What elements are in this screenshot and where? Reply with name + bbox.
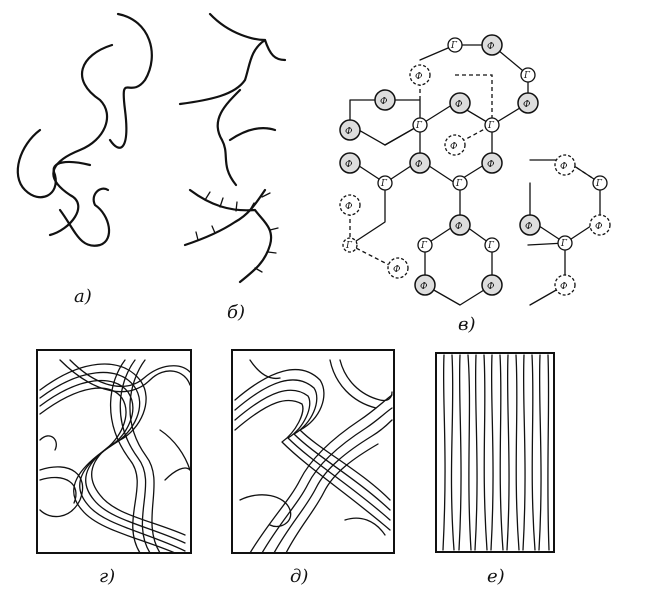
panel-d-frame [231, 349, 395, 554]
hardener-node: Г [377, 175, 393, 191]
hardener-node: Г [592, 175, 608, 191]
svg-text:Ф: Ф [455, 100, 463, 110]
hardener-node: Г [484, 117, 500, 133]
hardener-node: Г [412, 117, 428, 133]
phenol-node: Ф [449, 214, 471, 236]
svg-text:Г: Г [487, 241, 495, 251]
phenol-node: Ф [554, 274, 576, 296]
svg-text:Ф: Ф [345, 127, 353, 137]
svg-text:Ф: Ф [487, 42, 495, 52]
hardener-node: Г [417, 237, 433, 253]
chain-4 [58, 187, 111, 247]
chain-1 [108, 12, 153, 149]
svg-text:Ф: Ф [415, 72, 423, 82]
caption-v: в) [458, 314, 476, 335]
phenol-node: Ф [409, 152, 431, 174]
svg-text:Ф: Ф [523, 100, 531, 110]
caption-e: е) [487, 566, 505, 587]
caption-g: г) [99, 566, 115, 587]
phenol-node: Ф [339, 194, 361, 216]
svg-text:Ф: Ф [393, 265, 401, 275]
svg-text:Г: Г [380, 179, 388, 189]
svg-text:Ф: Ф [455, 222, 463, 232]
bundle-lines [234, 359, 393, 554]
bundle-lines [39, 359, 191, 554]
phenol-node: Ф [481, 274, 503, 296]
phenol-node: Ф [517, 92, 539, 114]
svg-text:Г: Г [345, 241, 353, 251]
chain-3 [16, 128, 92, 199]
svg-text:Г: Г [420, 241, 428, 251]
panel-e-fibrillar: е) [435, 352, 555, 587]
hardener-nodes: Г Г Г Г Г Г Г Г Г Г Г [342, 37, 608, 253]
svg-text:Ф: Ф [450, 142, 458, 152]
phenol-node: Ф [339, 119, 361, 141]
svg-text:Ф: Ф [345, 202, 353, 212]
caption-d: д) [290, 566, 308, 587]
hardener-node: Г [342, 237, 358, 253]
branch-chain-1 [178, 12, 267, 106]
caption-a: а) [74, 286, 92, 307]
phenol-node: Ф [387, 257, 409, 279]
svg-text:Г: Г [523, 71, 531, 81]
hardener-node: Г [447, 37, 463, 53]
caption-b: б) [227, 302, 245, 323]
svg-text:Ф: Ф [415, 160, 423, 170]
svg-text:Ф: Ф [560, 162, 568, 172]
phenol-node: Ф [409, 64, 431, 86]
phenol-node: Ф [374, 89, 396, 111]
phenol-node: Ф [589, 214, 611, 236]
svg-text:Ф: Ф [560, 282, 568, 292]
panel-d-oriented-bundles: д) [231, 349, 395, 587]
phenol-nodes: Ф Ф Ф Ф Ф Ф Ф Ф Ф Ф Ф Ф Ф Ф Ф Ф Ф Ф Ф [339, 34, 611, 296]
svg-text:Ф: Ф [345, 160, 353, 170]
phenol-node: Ф [449, 92, 471, 114]
svg-text:Ф: Ф [525, 222, 533, 232]
phenol-node: Ф [481, 152, 503, 174]
svg-text:Ф: Ф [487, 282, 495, 292]
hardener-node: Г [452, 175, 468, 191]
panel-b-branched-chains: б) [178, 12, 287, 323]
hardener-node: Г [520, 67, 536, 83]
svg-text:Г: Г [415, 121, 423, 131]
svg-text:Г: Г [455, 179, 463, 189]
panel-e-frame [435, 352, 555, 553]
branch-stub-1 [263, 38, 287, 62]
hardener-node: Г [484, 237, 500, 253]
chain-2 [48, 43, 114, 237]
branch-stub-2 [228, 126, 277, 142]
phenol-node: Ф [444, 134, 466, 156]
phenol-node: Ф [481, 34, 503, 56]
phenol-node: Ф [519, 214, 541, 236]
svg-text:Г: Г [450, 41, 458, 51]
fibril-lines [442, 354, 550, 551]
svg-text:Ф: Ф [595, 222, 603, 232]
panel-v-network: Ф Ф Ф Ф Ф Ф Ф Ф Ф Ф Ф Ф Ф Ф Ф Ф Ф Ф Ф Г … [339, 34, 611, 335]
svg-text:Ф: Ф [380, 97, 388, 107]
hardener-node: Г [557, 235, 573, 251]
svg-text:Ф: Ф [487, 160, 495, 170]
network-bonds [349, 44, 601, 306]
phenol-node: Ф [339, 152, 361, 174]
phenol-node: Ф [414, 274, 436, 296]
svg-text:Ф: Ф [420, 282, 428, 292]
panel-a-linear-chains: а) [16, 12, 153, 307]
branch-chain-2 [216, 88, 242, 187]
svg-text:Г: Г [560, 239, 568, 249]
panel-g-amorphous-bundles: г) [36, 349, 192, 587]
branch-chain-3 [188, 188, 273, 284]
svg-text:Г: Г [487, 121, 495, 131]
phenol-node: Ф [554, 154, 576, 176]
svg-text:Г: Г [595, 179, 603, 189]
crosslink-ticks [195, 191, 279, 273]
branch-chain-4 [183, 188, 267, 247]
